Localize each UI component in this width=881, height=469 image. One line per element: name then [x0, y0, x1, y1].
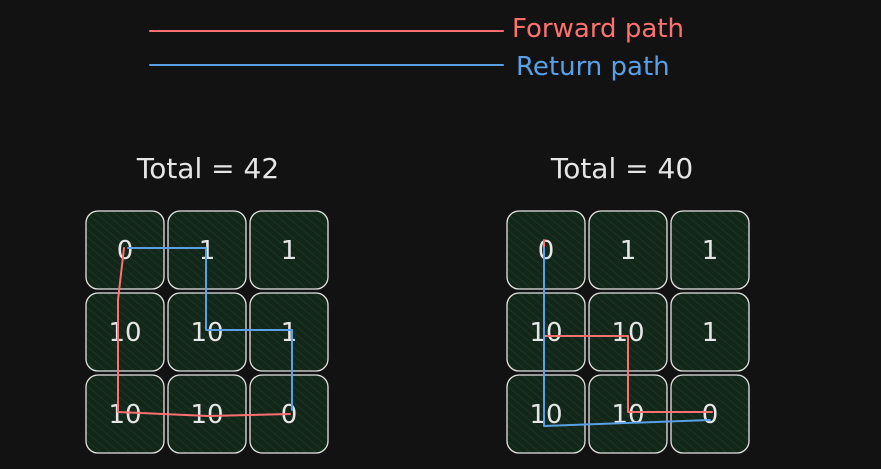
grid-cell-value: 1	[702, 236, 719, 266]
grid-cell-value: 10	[529, 318, 562, 348]
grid-cell	[506, 374, 586, 454]
grid-left-forward-path	[117, 247, 291, 417]
legend: Forward path Return path	[149, 14, 684, 82]
grid-left-return-path	[127, 247, 293, 411]
grid-right-return-path	[543, 247, 711, 427]
legend-item-forward: Forward path	[149, 14, 684, 44]
grid-cell-value: 1	[281, 236, 298, 266]
grid-cell	[670, 210, 750, 290]
grid-cell	[249, 210, 329, 290]
grid-cell	[249, 292, 329, 372]
forward-path-label: Forward path	[512, 14, 684, 44]
grid-cell	[670, 292, 750, 372]
grid-cell	[506, 292, 586, 372]
grid-right-title: Total = 40	[550, 152, 693, 185]
grid-cell-value: 1	[281, 318, 298, 348]
grid-cell	[670, 374, 750, 454]
grid-cell-value: 0	[538, 236, 555, 266]
grid-cell-value: 0	[117, 236, 134, 266]
grid-cell-value: 10	[108, 318, 141, 348]
grid-cell	[506, 210, 586, 290]
return-path-label: Return path	[516, 52, 670, 82]
legend-item-return: Return path	[149, 52, 670, 82]
grid-cell-value: 1	[702, 318, 719, 348]
grid-cell	[588, 210, 668, 290]
grid-cell-value: 0	[702, 400, 719, 430]
grid-left-title: Total = 42	[136, 152, 279, 185]
grid-cell-value: 10	[108, 400, 141, 430]
grid-cell	[85, 210, 165, 290]
grid-cell-value: 1	[620, 236, 637, 266]
grid-cell	[85, 292, 165, 372]
